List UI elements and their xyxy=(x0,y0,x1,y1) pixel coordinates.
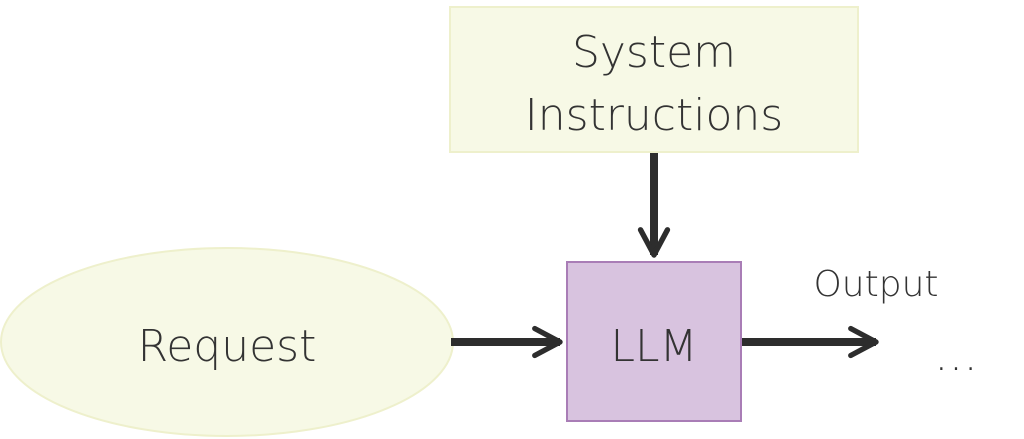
system-instructions-line1: System xyxy=(572,27,736,78)
llm-label: LLM xyxy=(611,321,698,372)
system-instructions-box xyxy=(449,6,859,153)
output-label: Output xyxy=(813,264,938,305)
request-node: Request xyxy=(0,247,454,437)
llm-node: LLM xyxy=(566,261,742,422)
system-instructions-line2: Instructions xyxy=(525,90,783,141)
output-ellipsis: … xyxy=(934,330,978,381)
system-instructions-node: System Instructions xyxy=(449,6,859,153)
request-label: Request xyxy=(138,321,317,372)
llm-box xyxy=(566,261,742,422)
